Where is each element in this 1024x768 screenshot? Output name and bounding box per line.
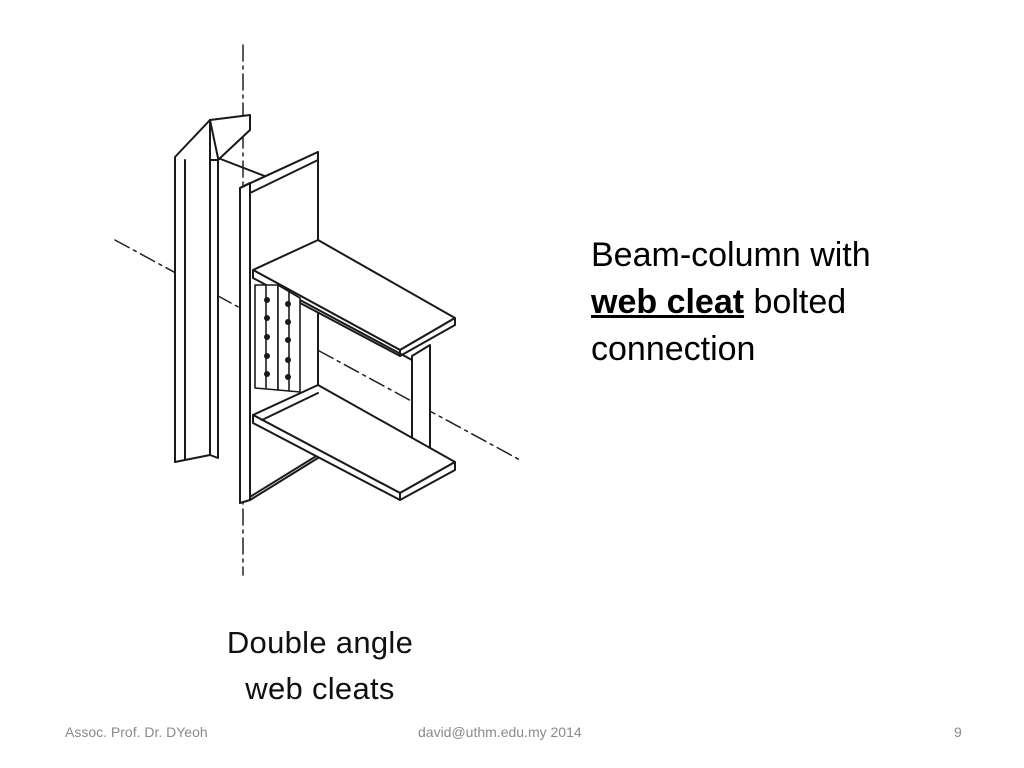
bolts — [264, 297, 291, 380]
description-line-2: web cleat bolted — [591, 279, 991, 326]
footer-email-year: david@uthm.edu.my 2014 — [418, 724, 582, 740]
page-number: 9 — [954, 724, 962, 740]
web-cleat-term: web cleat — [591, 283, 745, 321]
description-line-1: Beam-column with — [591, 236, 871, 274]
connection-description: Beam-column with web cleat bolted connec… — [591, 232, 991, 373]
description-line-2-rest: bolted — [744, 283, 847, 321]
diagram-caption: Double angle web cleats — [205, 620, 435, 712]
caption-line-1: Double angle — [226, 625, 414, 660]
footer-author: Assoc. Prof. Dr. DYeoh — [65, 724, 208, 740]
web-cleats — [254, 284, 301, 393]
description-line-3: connection — [591, 330, 756, 368]
caption-line-2: web cleats — [245, 671, 395, 706]
beam-centerline — [114, 239, 521, 461]
